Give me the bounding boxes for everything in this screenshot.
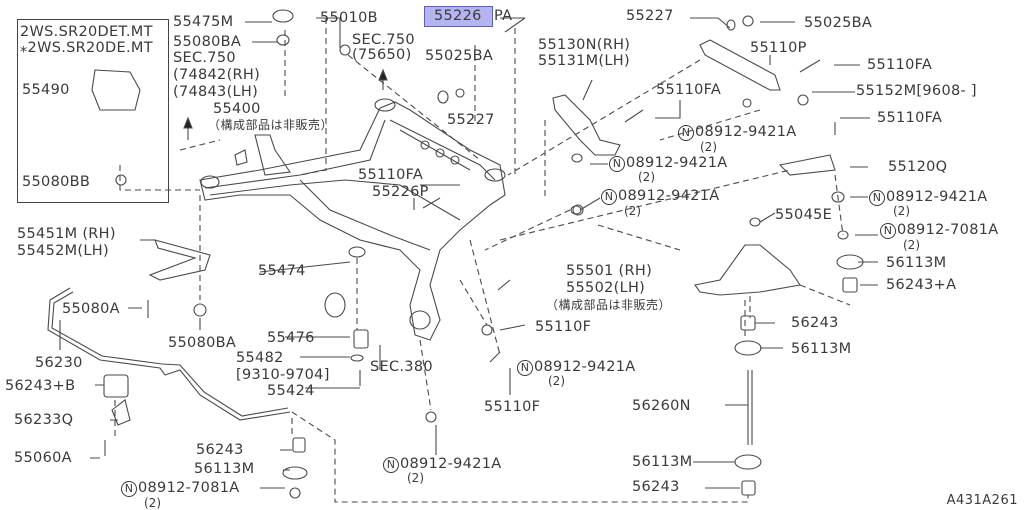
part-label-56243-r2[interactable]: 56243 bbox=[632, 479, 680, 495]
part-label-55110FA-mid[interactable]: 55110FA bbox=[656, 82, 722, 98]
quantity-g: (2) bbox=[407, 471, 424, 485]
n-mark-icon: N bbox=[517, 360, 533, 376]
quantity-a: (2) bbox=[700, 140, 717, 154]
quantity-h: (2) bbox=[144, 496, 161, 510]
part-label-74842[interactable]: (74842(RH) bbox=[173, 67, 261, 83]
part-label-56230[interactable]: 56230 bbox=[35, 355, 83, 371]
part-label-55080BA[interactable]: 55080BA bbox=[173, 34, 242, 50]
inset-variant-line-1: 2WS.SR20DET.MT bbox=[20, 24, 153, 40]
part-label-55476[interactable]: 55476 bbox=[267, 330, 315, 346]
part-label-56113M-r1[interactable]: 56113M bbox=[886, 255, 947, 271]
lateral-link-55451M bbox=[148, 239, 211, 281]
part-label-55010B[interactable]: 55010B bbox=[320, 10, 378, 26]
part-label-74843[interactable]: (74843(LH) bbox=[173, 84, 259, 100]
highlighted-part-box bbox=[424, 6, 493, 27]
part-label-55131M[interactable]: 55131M(LH) bbox=[538, 53, 630, 69]
part-label-55110FA-center[interactable]: 55110FA bbox=[358, 167, 424, 183]
part-label-55080BA-low[interactable]: 55080BA bbox=[168, 335, 237, 351]
link-55120Q bbox=[778, 154, 836, 176]
link-55130N bbox=[552, 94, 621, 156]
part-label-75650[interactable]: (75650) bbox=[352, 47, 412, 63]
part-label-55502[interactable]: 55502(LH) bbox=[566, 280, 646, 296]
part-label-55226PA-highlight[interactable]: 55226 bbox=[434, 8, 482, 24]
engine-variant-inset bbox=[17, 19, 169, 203]
not-sold-separately-note: （構成部品は非販売） bbox=[208, 118, 334, 132]
part-label-55482[interactable]: 55482 bbox=[236, 350, 284, 366]
n-mark-icon: N bbox=[609, 156, 625, 172]
section-ref-750[interactable]: SEC.750 bbox=[173, 50, 236, 66]
part-label-56113M-r2[interactable]: 56113M bbox=[791, 341, 852, 357]
n-mark-icon: N bbox=[880, 223, 896, 239]
part-label-55490[interactable]: 55490 bbox=[22, 82, 70, 98]
part-label-55110F-b[interactable]: 55110F bbox=[484, 399, 541, 415]
part-label-56243-l[interactable]: 56243 bbox=[196, 442, 244, 458]
part-label-55060A[interactable]: 55060A bbox=[14, 450, 72, 466]
n-mark-icon: N bbox=[678, 125, 694, 141]
part-label-55400[interactable]: 55400 bbox=[213, 101, 261, 117]
part-label-55025BA-mid[interactable]: 55025BA bbox=[425, 48, 494, 64]
section-ref-750-b[interactable]: SEC.750 bbox=[352, 32, 415, 48]
part-label-55474[interactable]: 55474 bbox=[258, 263, 306, 279]
part-label-55110F-a[interactable]: 55110F bbox=[535, 319, 592, 335]
part-label-55475M[interactable]: 55475M bbox=[173, 14, 234, 30]
part-label-55025BA-top[interactable]: 55025BA bbox=[804, 15, 873, 31]
part-label-56113M-r3[interactable]: 56113M bbox=[632, 454, 693, 470]
figure-code: A431A261 bbox=[946, 493, 1018, 508]
part-label-56243B[interactable]: 56243+B bbox=[5, 378, 76, 394]
rear-subframe bbox=[199, 98, 506, 341]
part-label-55452M[interactable]: 55452M(LH) bbox=[17, 243, 109, 259]
stabilizer-bar-56230 bbox=[47, 287, 291, 421]
part-label-55501[interactable]: 55501 (RH) bbox=[566, 263, 653, 279]
part-label-55227-top[interactable]: 55227 bbox=[626, 8, 674, 24]
part-label-55227-mid[interactable]: 55227 bbox=[447, 112, 495, 128]
quantity-c: (2) bbox=[624, 204, 641, 218]
quantity-d: (2) bbox=[893, 204, 910, 218]
part-label-55080BB[interactable]: 55080BB bbox=[22, 174, 91, 190]
quantity-f: (2) bbox=[548, 374, 565, 388]
part-label-55130N[interactable]: 55130N(RH) bbox=[538, 37, 631, 53]
part-label-56233Q[interactable]: 56233Q bbox=[14, 412, 74, 428]
not-sold-separately-note-2: （構成部品は非販売） bbox=[546, 298, 672, 312]
section-ref-380[interactable]: SEC.380 bbox=[370, 359, 433, 375]
n-mark-icon: N bbox=[601, 189, 617, 205]
part-label-55424[interactable]: 55424 bbox=[267, 383, 315, 399]
link-55110P bbox=[699, 39, 781, 91]
part-label-55226PA-suffix[interactable]: PA bbox=[494, 8, 513, 24]
part-label-9310-9704: [9310-9704] bbox=[236, 367, 330, 383]
part-label-55110FA-r1[interactable]: 55110FA bbox=[867, 57, 933, 73]
part-label-55120Q[interactable]: 55120Q bbox=[888, 159, 948, 175]
quantity-e: (2) bbox=[903, 238, 920, 252]
part-label-56113M-l[interactable]: 56113M bbox=[194, 461, 255, 477]
part-label-56260N[interactable]: 56260N bbox=[632, 398, 691, 414]
quantity-b: (2) bbox=[638, 170, 655, 184]
part-label-55152M[interactable]: 55152M[9608- ] bbox=[856, 83, 977, 99]
n-mark-icon: N bbox=[121, 481, 137, 497]
part-label-55226P[interactable]: 55226P bbox=[372, 184, 429, 200]
part-label-55080A[interactable]: 55080A bbox=[62, 301, 120, 317]
n-mark-icon: N bbox=[869, 190, 885, 206]
lower-arm-55501 bbox=[694, 244, 801, 296]
inset-variant-line-2: ⁎2WS.SR20DE.MT bbox=[20, 40, 153, 56]
part-label-56243A[interactable]: 56243+A bbox=[886, 277, 957, 293]
part-label-55451M[interactable]: 55451M (RH) bbox=[17, 226, 116, 242]
part-label-56243-r[interactable]: 56243 bbox=[791, 315, 839, 331]
part-label-55110FA-r2[interactable]: 55110FA bbox=[877, 110, 943, 126]
n-mark-icon: N bbox=[383, 457, 399, 473]
part-label-55110P[interactable]: 55110P bbox=[750, 40, 807, 56]
part-label-55045E[interactable]: 55045E bbox=[775, 207, 833, 223]
